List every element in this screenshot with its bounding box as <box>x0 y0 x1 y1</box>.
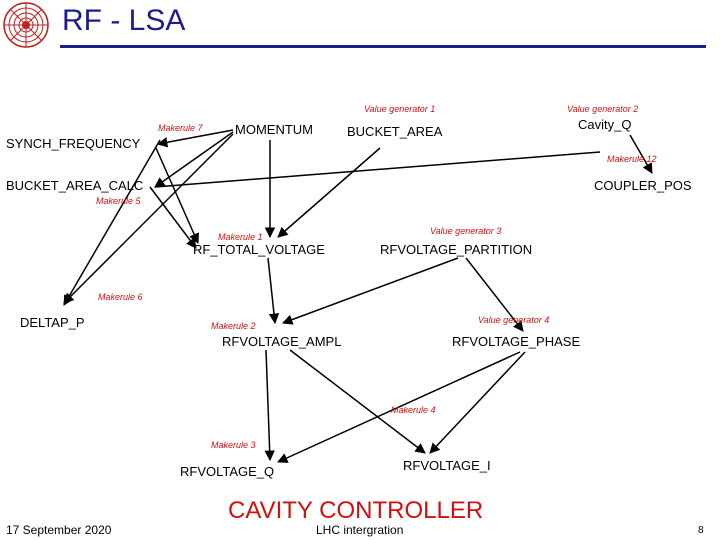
node-cavity-q: Cavity_Q <box>578 117 632 132</box>
node-bucket-area: BUCKET_AREA <box>347 124 443 139</box>
label-makerule-5: Makerule 5 <box>96 196 141 206</box>
title-underline <box>60 45 706 48</box>
edge-phase-i <box>429 351 526 454</box>
edge-cavityq-couplerpos <box>629 134 653 174</box>
label-value-generator-4: Value generator 4 <box>478 315 550 325</box>
label-makerule-1: Makerule 1 <box>218 232 263 242</box>
footer-page-number: 8 <box>698 525 704 536</box>
node-rfvoltage-q: RFVOLTAGE_Q <box>180 464 275 479</box>
edge-partition-ampl <box>282 257 459 325</box>
node-rfvoltage-ampl: RFVOLTAGE_AMPL <box>222 334 342 349</box>
edge-synch-rftotal <box>155 147 199 244</box>
edge-momentum-deltap <box>63 133 234 304</box>
label-makerule-2: Makerule 2 <box>211 321 256 331</box>
cavity-controller-label: CAVITY CONTROLLER <box>228 497 484 524</box>
footer-date: 17 September 2020 <box>6 523 112 537</box>
label-value-generator-2: Value generator 2 <box>567 104 639 114</box>
node-deltap-p: DELTAP_P <box>20 315 85 330</box>
label-makerule-6: Makerule 6 <box>98 292 143 302</box>
node-rfvoltage-partition: RFVOLTAGE_PARTITION <box>380 242 533 257</box>
edge-phase-q <box>277 351 521 463</box>
edge-momentum-bucketcalc <box>154 131 234 188</box>
node-momentum: MOMENTUM <box>235 122 313 137</box>
edge-ampl-q <box>264 349 275 462</box>
page-title: RF - LSA <box>62 4 186 37</box>
edge-bucketcalc-deltap <box>63 139 161 306</box>
edge-cavityq-bucketarea <box>154 151 601 188</box>
label-value-generator-1: Value generator 1 <box>364 104 436 114</box>
edge-bucketcalc-rftotal <box>149 186 197 249</box>
edge-bucketarea-rftotal <box>277 147 381 238</box>
label-makerule-4: Makerule 4 <box>391 405 436 415</box>
node-coupler-pos: COUPLER_POS <box>594 178 692 193</box>
edge-ampl-i <box>289 349 426 454</box>
lhc-logo <box>3 2 49 48</box>
edge-momentum-synch <box>156 129 234 148</box>
label-makerule-12: Makerule 12 <box>607 154 657 164</box>
label-value-generator-3: Value generator 3 <box>430 226 502 236</box>
label-makerule-7: Makerule 7 <box>158 123 203 133</box>
label-makerule-3: Makerule 3 <box>211 440 256 450</box>
node-rf-total-voltage: RF_TOTAL_VOLTAGE <box>193 242 325 257</box>
edge-partition-phase <box>465 257 524 332</box>
footer-center: LHC intergration <box>316 523 404 537</box>
node-bucket-area-calc: BUCKET_AREA_CALC <box>6 178 144 193</box>
node-rfvoltage-i: RFVOLTAGE_I <box>403 458 491 473</box>
edge-rftotal-ampl <box>267 257 280 325</box>
node-synch-frequency: SYNCH_FREQUENCY <box>6 136 141 151</box>
node-rfvoltage-phase: RFVOLTAGE_PHASE <box>452 334 581 349</box>
